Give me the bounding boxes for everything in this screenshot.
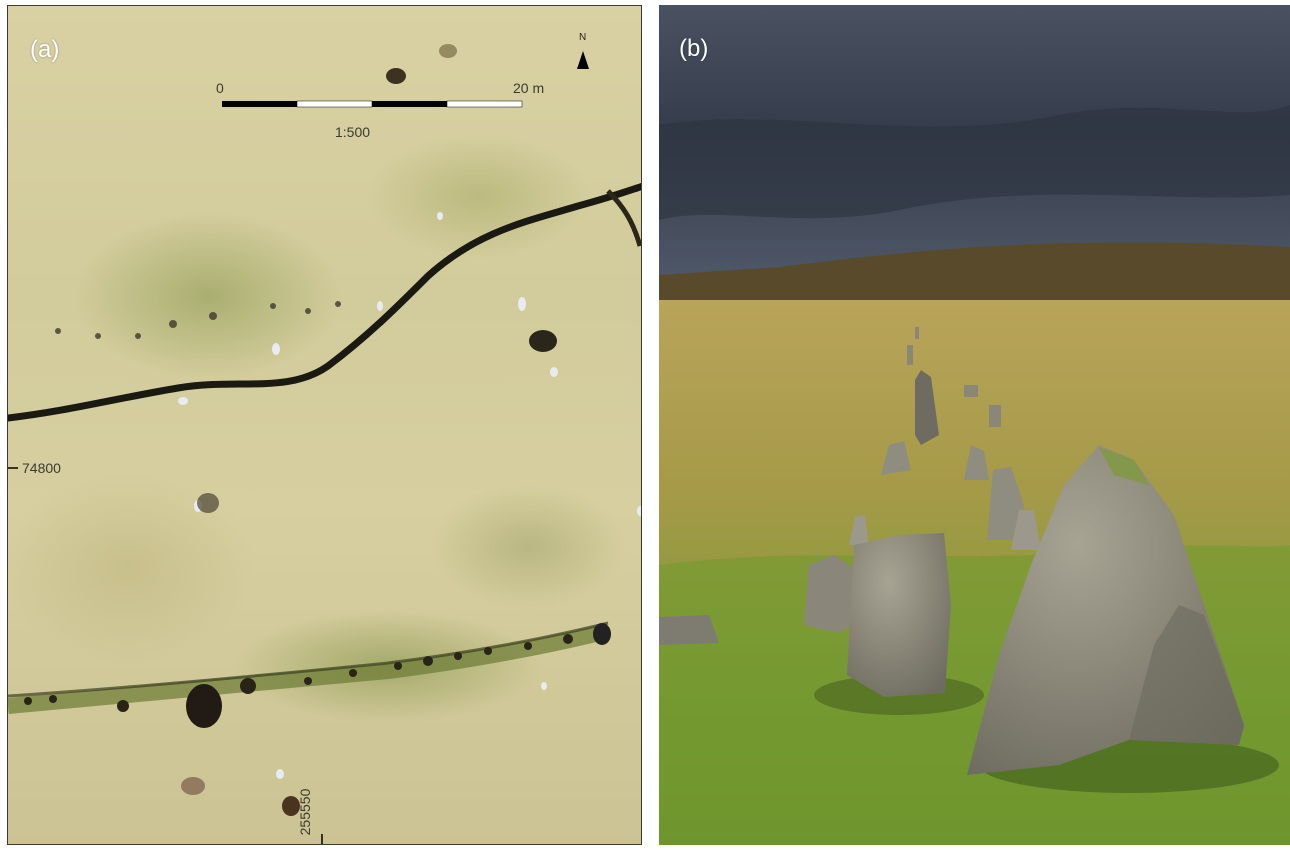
scale-bar (222, 100, 523, 108)
panel-letter-a: (a) (30, 36, 60, 63)
stone-small-left (849, 515, 869, 545)
tall-stone-mid (915, 370, 939, 445)
easting-coordinate-label: 74800 (22, 460, 61, 476)
dark-cloud (659, 105, 1290, 220)
northing-coordinate-label: 255550 (297, 788, 313, 836)
stone-row-band (8, 623, 610, 714)
lichen-top (1099, 447, 1149, 485)
stone-row-line (8, 621, 609, 698)
scale-start-label: 0 (216, 80, 224, 96)
hollow-small (197, 493, 219, 513)
distant-hill (659, 242, 1290, 305)
dark-patch-north (386, 68, 406, 84)
panel-letter-b: (b) (679, 35, 709, 62)
distant-stones (907, 327, 1001, 427)
standing-stone-middle (847, 533, 951, 697)
scale-ratio-label: 1:500 (335, 124, 371, 140)
north-arrow-icon (577, 51, 589, 69)
stream-branch (606, 189, 641, 247)
aerial-photo-panel: (a) 0 20 m 1:500 N 74800 255550 (7, 5, 642, 845)
north-label: N (579, 32, 587, 43)
flat-stone-edge (659, 615, 719, 645)
scale-end-label: 20 m (513, 80, 545, 96)
patch-south-2 (181, 777, 205, 795)
stone-row-photo-panel: (b) (659, 5, 1290, 845)
dark-hollow (529, 330, 557, 352)
stone-row-photo-drawing (659, 5, 1290, 845)
aerial-photo-drawing (8, 44, 641, 844)
upper-stone-row (55, 301, 341, 339)
stone-left-mid (881, 441, 911, 475)
stone-left-front (804, 555, 859, 633)
stone-right-near (987, 467, 1024, 540)
stone-small-right (1011, 510, 1041, 550)
stone-row-stones (24, 634, 573, 712)
stone-right-mid (964, 445, 989, 480)
boulder-east (593, 623, 611, 645)
stone-shaded-face (1129, 605, 1244, 745)
patch-south (282, 796, 300, 816)
patch-north-2 (439, 44, 457, 58)
stream-channel (8, 182, 641, 422)
large-boulder (186, 684, 222, 728)
